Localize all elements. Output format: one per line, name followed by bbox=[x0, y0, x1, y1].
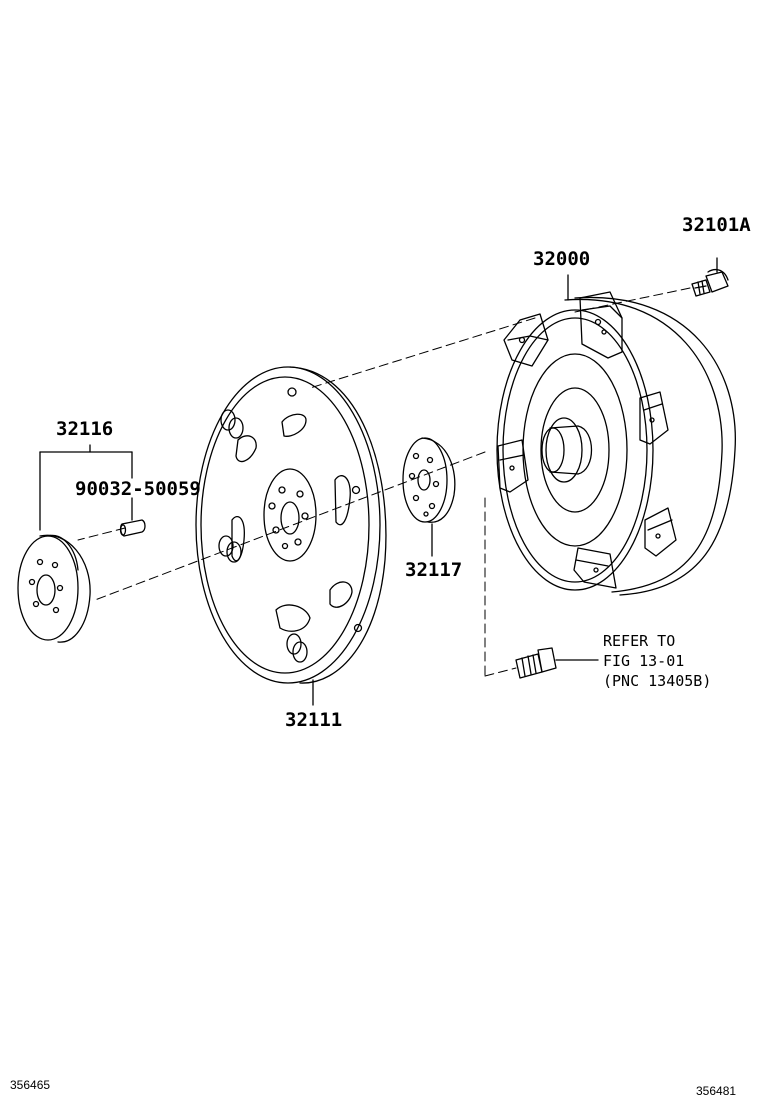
bolt-32101a bbox=[692, 258, 728, 296]
refer-note-line2: FIG 13-01 bbox=[603, 652, 685, 670]
label-32000: 32000 bbox=[533, 248, 591, 270]
refer-note-line3: (PNC 13405B) bbox=[603, 672, 712, 690]
converter-lugs bbox=[498, 292, 676, 588]
pin-90032 bbox=[121, 520, 146, 536]
label-32116: 32116 bbox=[56, 418, 114, 440]
drive-plate bbox=[196, 367, 386, 683]
label-32117: 32117 bbox=[405, 559, 463, 581]
refer-note-line1: REFER TO bbox=[603, 632, 676, 650]
code-right: 356481 bbox=[696, 1084, 737, 1098]
spacer-32117 bbox=[403, 438, 455, 522]
label-32111: 32111 bbox=[285, 709, 343, 731]
torque-converter bbox=[497, 292, 735, 595]
leader-32116 bbox=[40, 445, 132, 530]
bolt-refer bbox=[516, 648, 598, 678]
code-left: 356465 bbox=[10, 1078, 51, 1092]
label-32101a: 32101A bbox=[682, 214, 751, 236]
spacer-32116 bbox=[18, 535, 90, 642]
label-90032-50059: 90032-50059 bbox=[75, 478, 201, 500]
